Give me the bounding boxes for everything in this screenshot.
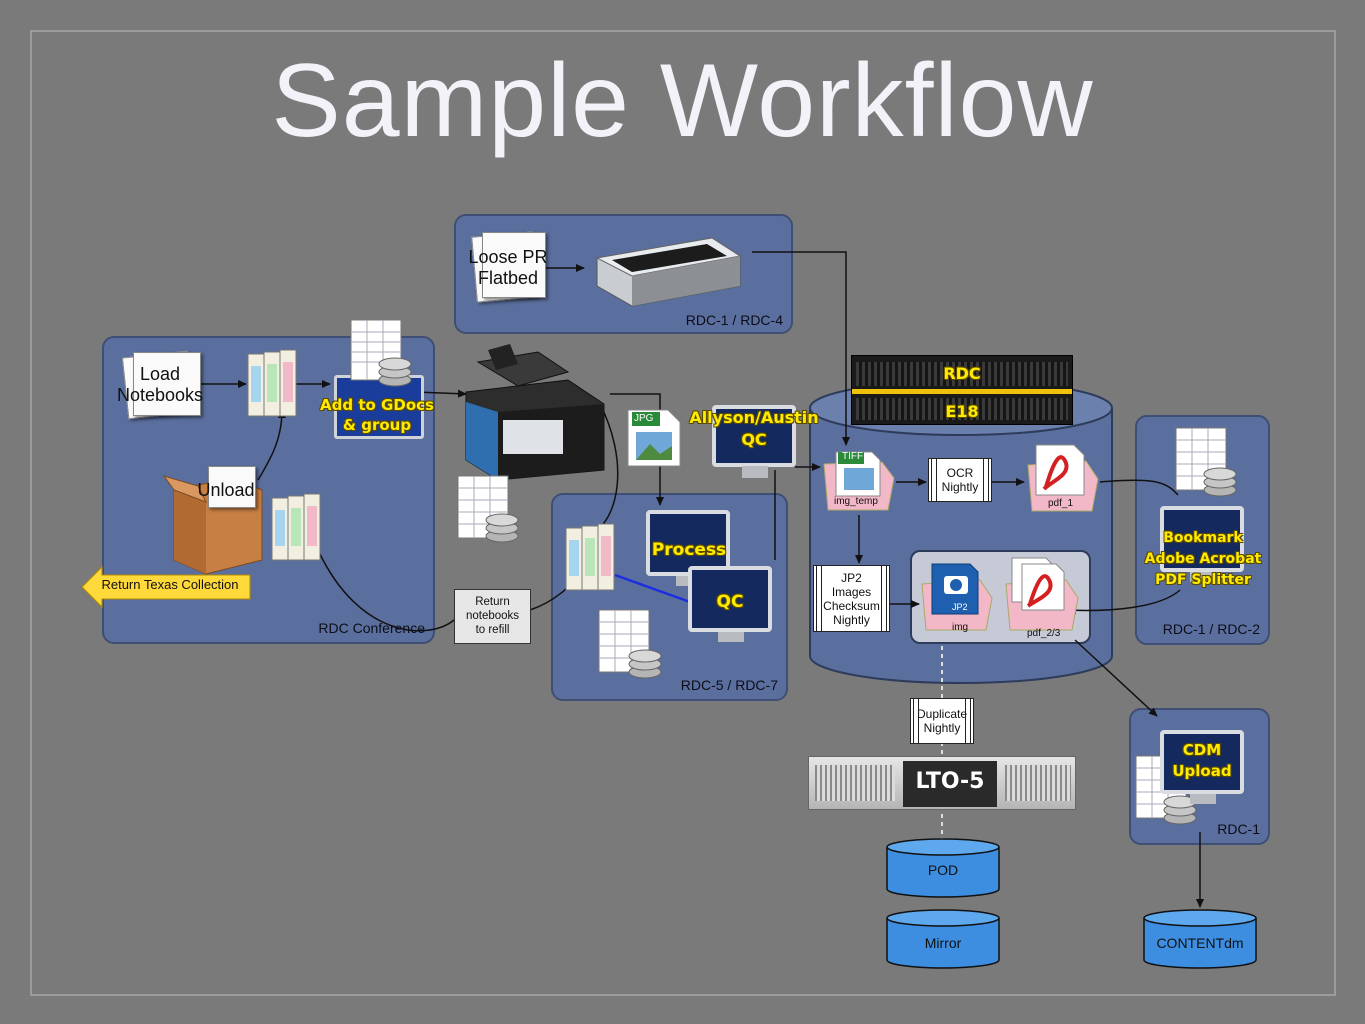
bookmark-imac [1160,506,1244,572]
jp2-label: JP2 [952,602,968,612]
panel-conference-label: RDC Conference [318,620,425,636]
add-gdocs-label: Add to GDocs & group [320,396,434,434]
qc-station-imac-stand [718,632,744,642]
tiff-label: TIFF [842,451,864,462]
qc-station-imac [688,566,772,632]
e18-label: E18 [945,402,979,421]
return-notebooks-box: Return notebooks to refill [454,589,531,644]
contentdm-cylinder [1143,909,1257,969]
duplicate-nightly-box: Duplicate Nightly [910,698,974,744]
process-label: Process [651,540,727,560]
pdf-23-label: pdf_2/3 [1027,628,1061,639]
spreadsheet-database-icon-2 [598,609,662,679]
flatbed-scanner-icon [595,237,742,307]
bookmark-imac-stand [1190,572,1216,582]
process-imac [646,510,730,576]
jpg-label: JPG [634,413,654,424]
spreadsheet-database-icon-4 [1175,427,1237,497]
loose-pr-label: Loose PR Flatbed [468,247,548,288]
return-texas-label: Return Texas Collection [101,577,239,592]
load-notebooks-label: Load Notebooks [116,364,204,405]
pdf-1-label: pdf_1 [1048,498,1074,509]
rdc-label: RDC [943,364,981,383]
gdocs-monitor [334,375,424,439]
binders-icon-2 [271,493,321,561]
binders-icon [247,349,297,417]
panel-pdf-label: RDC-1 / RDC-2 [1162,621,1260,637]
panel-process-label: RDC-5 / RDC-7 [680,677,778,693]
qc-imac [712,405,796,467]
slide-frame [30,30,1336,996]
loose-pr-page [482,232,546,298]
unload-label: Unload [197,480,255,500]
binders-icon-3 [565,523,615,591]
spreadsheet-database-icon-3 [457,475,519,543]
allyson-qc-label: Allyson/Austin QC [689,408,819,449]
pdf-1-file-icon [1027,444,1099,512]
mirror-label: Mirror [924,935,962,951]
jp2-file-icon [921,563,993,631]
jpg-file-icon [627,409,681,467]
pod-cylinder [886,838,1000,898]
contentdm-label: CONTENTdm [1156,935,1244,951]
return-arrow-icon [81,565,251,609]
lto5-label: LTO-5 [915,769,985,794]
spreadsheet-database-icon [350,319,412,387]
duplicate-nightly-label: Duplicate Nightly [916,707,968,735]
img-label: img [952,622,969,633]
cdm-imac-stand [1190,794,1216,804]
panel-flatbed-label: RDC-1 / RDC-4 [685,312,783,328]
load-notebooks-page [133,352,201,416]
ocr-nightly-box: OCR Nightly [928,458,992,502]
rdc-server: RDC E18 [851,355,1073,425]
book-scanner-icon [465,344,605,481]
qc-label: QC [716,592,744,612]
mirror-cylinder [886,909,1000,969]
bookmark-label: Bookmark Adobe Acrobat PDF Splitter [1144,530,1262,588]
tiff-file-icon [823,451,895,511]
ocr-nightly-label: OCR Nightly [941,466,979,494]
slide-title: Sample Workflow [271,43,1094,159]
cdm-upload-label: CDM Upload [1172,741,1232,780]
jp2-checksum-label: JP2 Images Checksum Nightly [823,570,880,627]
panel-cdm-label: RDC-1 [1217,821,1260,837]
cdm-imac [1160,730,1244,794]
lto5-device: LTO-5 [808,756,1076,810]
pod-label: POD [927,862,959,878]
img-temp-label: img_temp [834,496,878,507]
qc-imac-stand [742,466,768,478]
box-icon [162,475,263,575]
unload-page [208,466,256,508]
jp2-checksum-box: JP2 Images Checksum Nightly [813,565,890,632]
pdf-23-file-icon [1005,557,1079,631]
